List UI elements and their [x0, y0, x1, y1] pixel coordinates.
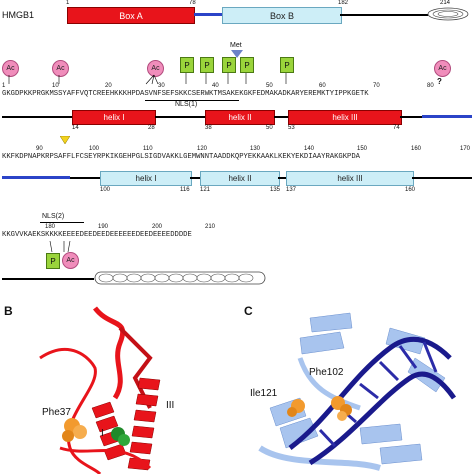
methyl-label: Met: [230, 42, 242, 49]
linker-row2: [2, 176, 70, 179]
sequence-text-row-2: KKFKDPNAPKRPSAFFLFCSEYRPKIKGEHPGLSIGDVAK…: [2, 153, 360, 161]
pos-78: 78: [189, 0, 196, 6]
seq1-num-10: 10: [52, 83, 59, 89]
panel-b-structure: [39, 306, 161, 474]
seq1-num-40: 40: [212, 83, 219, 89]
seq1-num-70: 70: [373, 83, 380, 89]
helix1-row2: helix I: [100, 171, 192, 186]
seq3-num-200: 200: [152, 224, 163, 230]
tail-phospho-marker: P: [46, 253, 60, 269]
phospho-marker-5: P: [280, 57, 294, 73]
tail-ptm-connectors: [49, 240, 71, 253]
seq2-num-100: 100: [89, 146, 100, 152]
seq2-num-120: 120: [197, 146, 208, 152]
acetyl-marker-k2: Ac: [2, 60, 19, 77]
helix2-row1-start: 38: [205, 125, 212, 131]
acetyl-marker-k28: Ac: [147, 60, 164, 77]
phospho-marker-1: P: [180, 57, 194, 73]
box-a-domain: Box A: [67, 7, 195, 24]
seq1-num-1: 1: [2, 83, 6, 89]
methyl-marker: [231, 50, 243, 58]
helix3-row2-start: 137: [286, 187, 297, 193]
helix1-row1-start: 14: [72, 125, 79, 131]
acetyl-marker-k12: Ac: [52, 60, 69, 77]
protein-label: HMGB1: [2, 10, 35, 20]
linker-a-b: [194, 13, 222, 16]
helix1-row2-start: 100: [100, 187, 111, 193]
pos-1: 1: [66, 0, 70, 6]
seq2-num-170: 170: [460, 146, 471, 152]
seq3-num-180: 180: [45, 224, 56, 230]
helix2-row1-end: 50: [266, 125, 273, 131]
helix-track-2-end: [412, 177, 472, 179]
helix-track-1-gap2: [274, 116, 288, 118]
seq3-num-210: 210: [205, 224, 216, 230]
phospho-marker-2: P: [200, 57, 214, 73]
seq2-num-160: 160: [411, 146, 422, 152]
helix2-row2-start: 121: [200, 187, 211, 193]
helix3-row1-start: 53: [288, 125, 295, 131]
tail-line-header: [340, 14, 428, 16]
question-mark: ?: [437, 77, 442, 86]
helix1-row2-end: 116: [180, 187, 190, 193]
seq2-num-150: 150: [357, 146, 368, 152]
acidic-tail-chain: [94, 271, 266, 285]
helix3-row2-end: 160: [405, 187, 416, 193]
helix3-row1-end: 74: [393, 125, 400, 131]
seq2-num-140: 140: [304, 146, 315, 152]
helix2-row1: helix II: [205, 110, 275, 125]
nls2-bracket: [40, 222, 84, 223]
tail-acetyl-marker: Ac: [62, 252, 79, 269]
nls1-bracket: [145, 100, 239, 101]
helix-track-2-gap2: [278, 177, 286, 179]
ptm-connector-lines: [8, 73, 287, 85]
seq3-num-190: 190: [98, 224, 109, 230]
sequence-text-row-3: KKGVVKAEKSKKKKEEEEDEEDEEDEEEEEEDEEDEEEED…: [2, 231, 192, 239]
helix3-row2: helix III: [286, 171, 414, 186]
seq1-num-60: 60: [319, 83, 326, 89]
helix-iii-label: III: [166, 400, 175, 411]
helix-track-1-gap1: [155, 116, 205, 118]
helix-track-2-start: [70, 177, 100, 179]
panel-c-label: C: [244, 304, 253, 318]
ile121-label: Ile121: [250, 388, 278, 399]
seq1-num-20: 20: [105, 83, 112, 89]
helix2-row2: helix II: [200, 171, 280, 186]
seq2-num-130: 130: [250, 146, 261, 152]
pos-214: 214: [440, 0, 451, 6]
helix-track-2-gap1: [190, 177, 200, 179]
phospho-marker-4: P: [240, 57, 254, 73]
helix-track-1-gap3: [400, 116, 422, 118]
phe102-label: Phe102: [309, 367, 344, 378]
tail-track-line: [2, 278, 94, 280]
phe37-label: Phe37: [42, 407, 71, 418]
sequence-text-row-1: GKGDPKKPRGKMSSYAFFVQTCREEHKKKHPDASVNFSEF…: [2, 90, 369, 98]
helix-i-label: I: [101, 428, 104, 439]
pos-182: 182: [338, 0, 349, 6]
seq1-num-50: 50: [266, 83, 273, 89]
phospho-marker-3: P: [222, 57, 236, 73]
nls1-label: NLS(1): [175, 101, 198, 108]
acidic-tail-ellipses: [427, 7, 469, 21]
acetyl-marker-k81: Ac: [434, 60, 451, 77]
box-b-domain: Box B: [222, 7, 342, 24]
helix3-row1: helix III: [288, 110, 402, 125]
nls2-label: NLS(2): [42, 213, 65, 220]
helix1-row1-end: 28: [148, 125, 155, 131]
seq1-num-80: 80: [427, 83, 434, 89]
linker-row1: [422, 115, 472, 118]
helix2-row2-end: 135: [270, 187, 281, 193]
helix1-row1: helix I: [72, 110, 156, 125]
seq1-num-30: 30: [158, 83, 165, 89]
seq2-num-110: 110: [143, 146, 153, 152]
cleavage-arrow-icon: [60, 136, 70, 144]
seq2-num-90: 90: [36, 146, 43, 152]
panel-c-structure: [258, 312, 457, 471]
panel-b-label: B: [4, 304, 13, 318]
helix-track-1-start: [2, 116, 72, 118]
